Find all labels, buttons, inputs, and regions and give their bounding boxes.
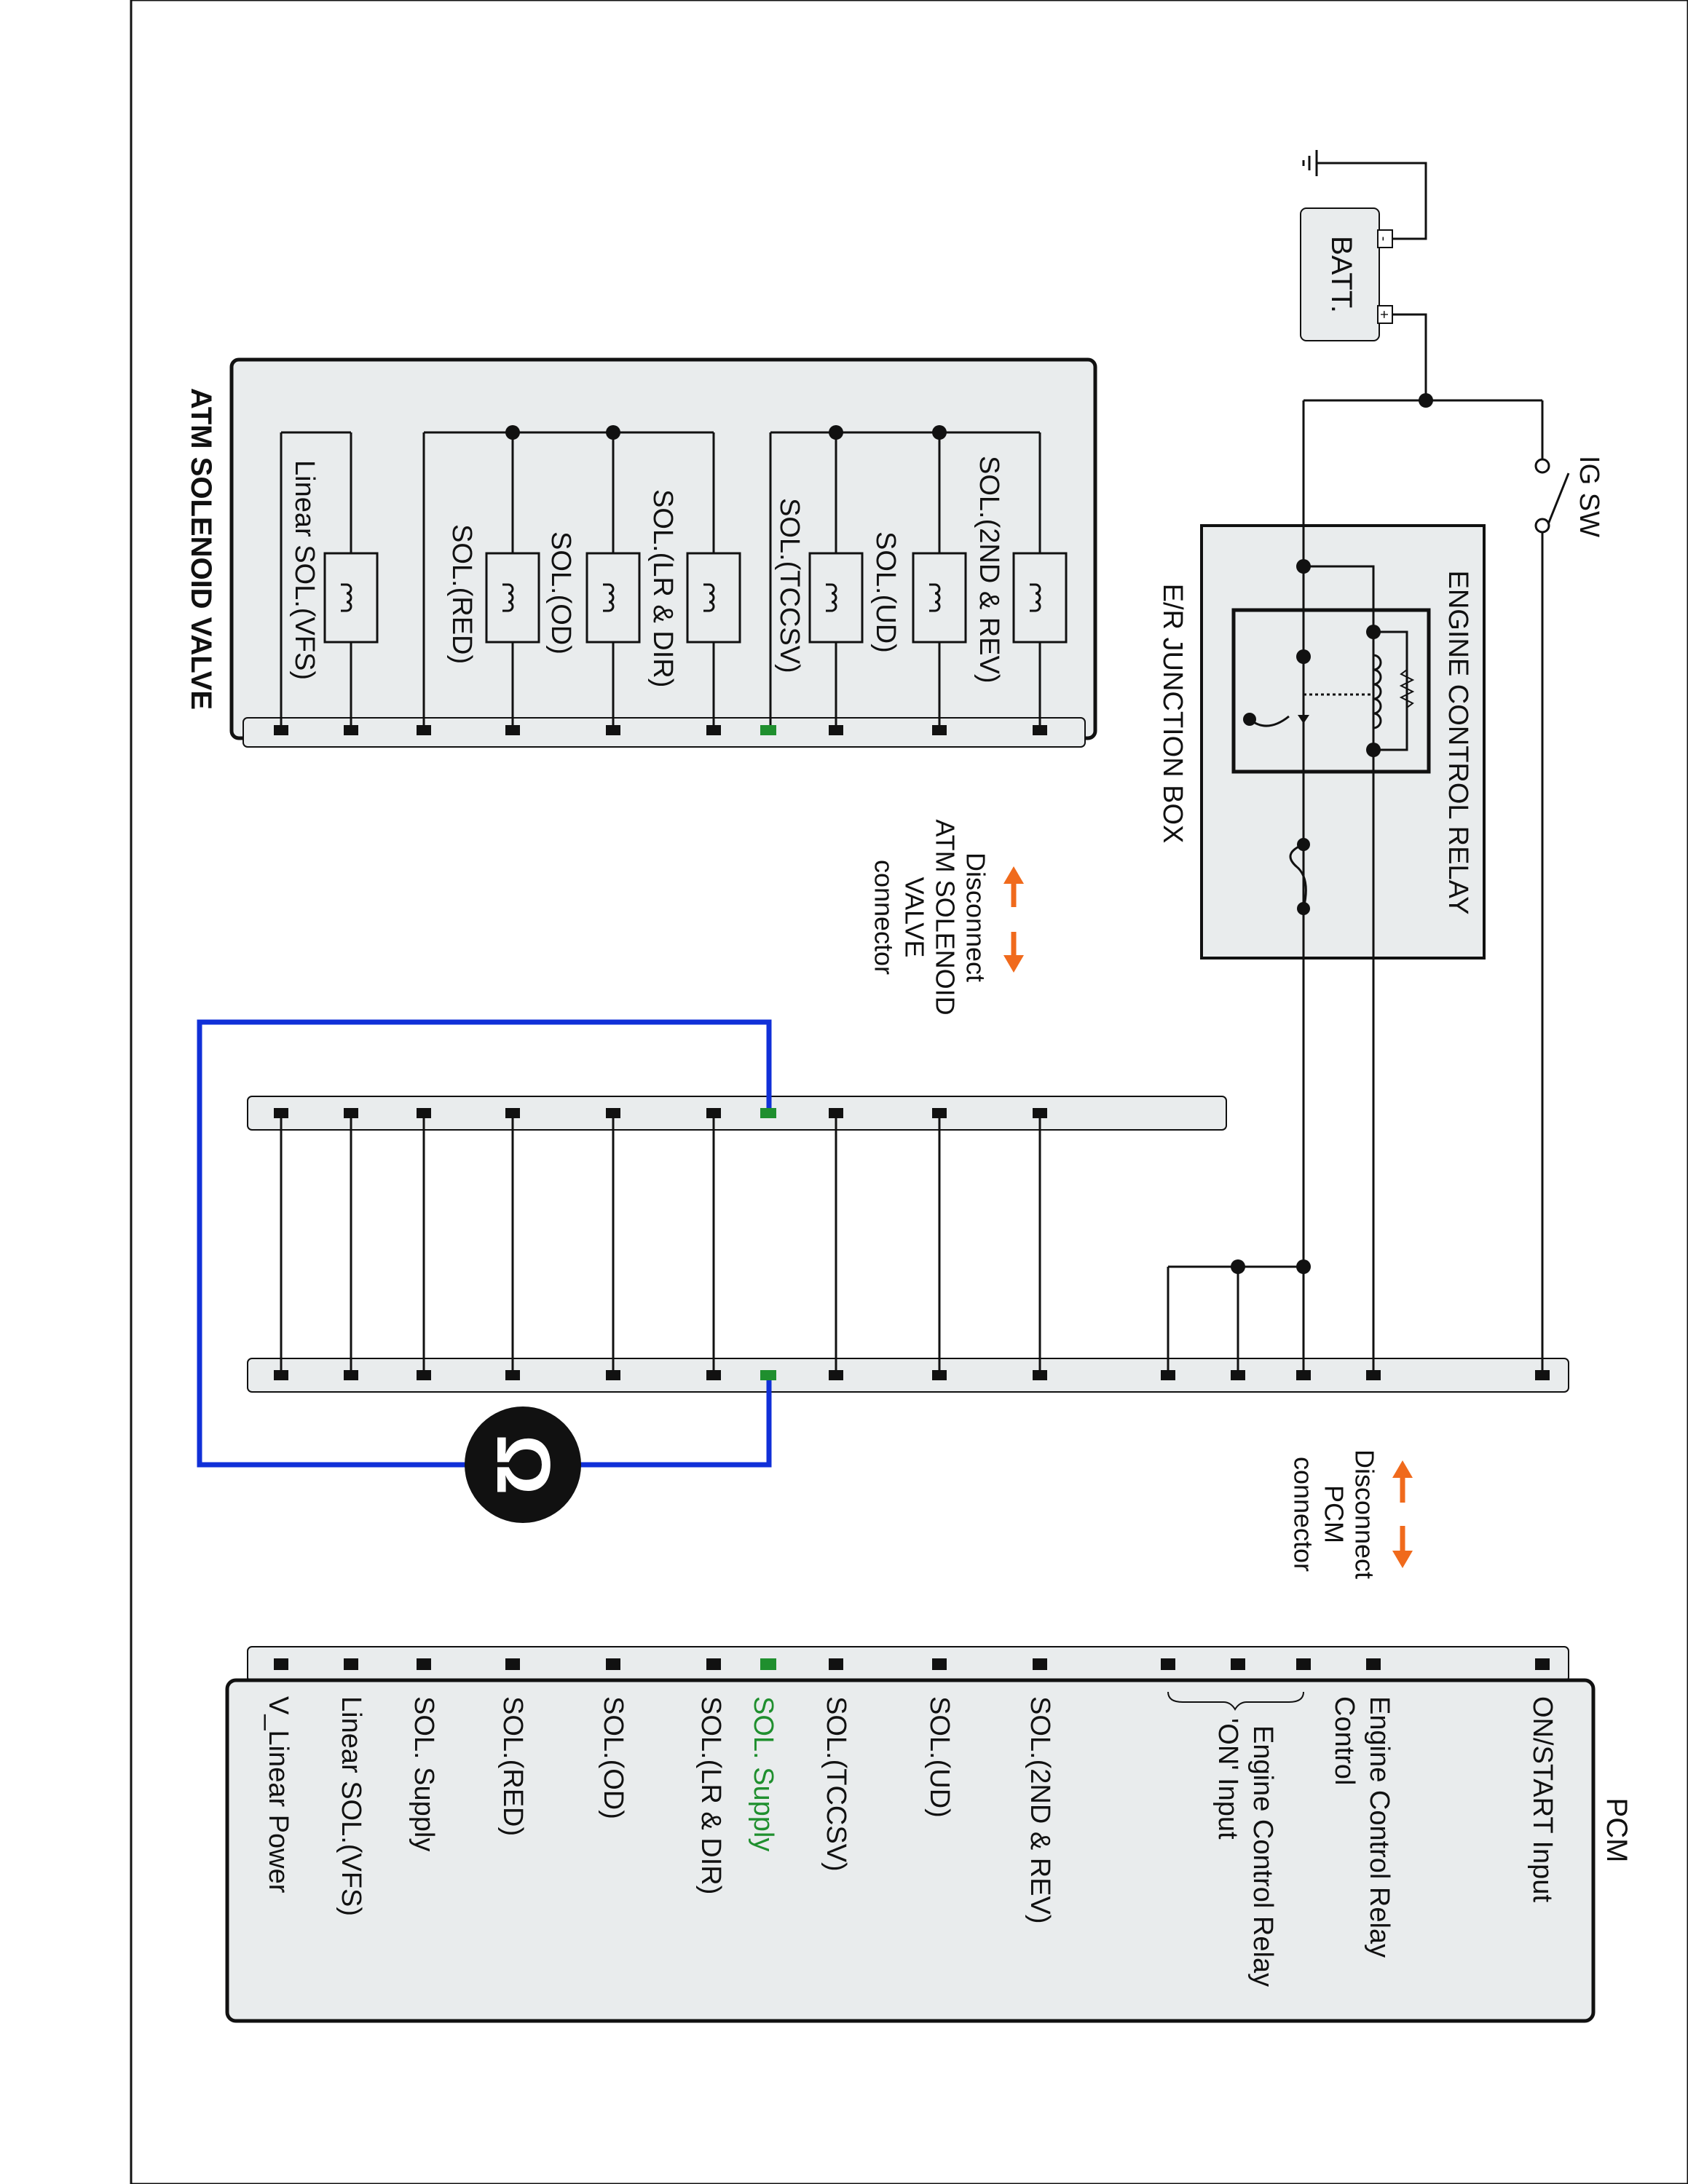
pcm-pin-label: Engine Control Relay [1364, 1696, 1395, 1958]
ig-switch-contact [1534, 518, 1550, 534]
battery-minus-terminal [1377, 229, 1393, 248]
solenoid-label: SOL.(TCCSV) [774, 498, 805, 673]
disconnect-line: ATM SOLENOID [931, 819, 961, 1015]
pcm-pin-label: 'ON' Input [1212, 1718, 1243, 1840]
pcm-box [225, 1678, 1596, 2023]
disconnect-solenoid-note: Disconnect ATM SOLENOID VALVE connector [869, 819, 991, 1015]
pcm-on-input-brace [1167, 1691, 1304, 1711]
pcm-pin-label: Control [1329, 1696, 1360, 1786]
solenoid-label: SOL.(LR & DIR) [647, 489, 678, 687]
pcm-supply-pin-highlight [760, 1658, 776, 1670]
disconnect-line: VALVE [900, 877, 930, 958]
continuity-tester-glyph: Ω [481, 1434, 565, 1495]
disconnect-pcm-note: Disconnect PCM connector [1289, 1449, 1380, 1579]
solenoid-label: Linear SOL.(VFS) [289, 460, 320, 680]
pcm-connector-pins [274, 1658, 1550, 1670]
page-frame [130, 0, 1688, 2184]
junction-dots [505, 393, 1433, 1274]
pcm-pin-label: SOL.(OD) [598, 1696, 628, 1819]
lower-supply-pin-highlight [760, 1370, 776, 1380]
solenoid-supply-pin-highlight [760, 725, 776, 735]
disconnect-line: Disconnect [961, 852, 991, 982]
pcm-title: PCM [1601, 1798, 1633, 1863]
pcm-pin-label: SOL.(2ND & REV) [1025, 1696, 1055, 1924]
disconnect-line: connector [1289, 1457, 1319, 1572]
upper-supply-pin-highlight [760, 1108, 776, 1118]
solenoid-label: SOL.(2ND & REV) [974, 456, 1004, 684]
battery-label: BATT. [1325, 236, 1357, 313]
solenoid-connector-strip [242, 717, 1086, 748]
solenoid-coils [323, 552, 1068, 644]
resistor-icon [1399, 669, 1415, 708]
fuse-icon [1289, 843, 1307, 909]
battery-plus-terminal [1377, 305, 1393, 324]
jumper-wire [197, 1019, 772, 1468]
pcm-pin-label: Engine Control Relay [1247, 1725, 1278, 1987]
pcm-pin-label: Linear SOL.(VFS) [336, 1696, 366, 1916]
relay-coil-icon [1372, 632, 1382, 750]
lower-harness-pins [274, 1370, 1550, 1380]
disconnect-line: PCM [1320, 1485, 1349, 1543]
disconnect-line: Disconnect [1350, 1449, 1380, 1579]
solenoid-labels: SOL.(2ND & REV) SOL.(UD) SOL.(TCCSV) SOL… [289, 456, 1004, 687]
ig-switch-label: IG SW [1574, 456, 1604, 537]
relay-contact-arrow [1298, 715, 1309, 724]
continuity-tester-icon [465, 1406, 581, 1523]
upper-harness-pins [274, 1108, 1047, 1118]
solenoid-label: SOL.(UD) [870, 531, 901, 653]
disconnect-line: connector [869, 860, 899, 975]
battery-minus-sign: - [1376, 237, 1392, 242]
pcm-pin-label: SOL.(RED) [497, 1696, 528, 1836]
solenoid-valve-title: ATM SOLENOID VALVE [185, 388, 217, 710]
battery-box [1300, 207, 1380, 341]
pcm-pin-label-highlight: SOL. Supply [748, 1696, 778, 1851]
battery-plus-sign: + [1376, 310, 1392, 319]
pcm-pin-label: SOL. Supply [409, 1696, 439, 1851]
harness-connector-upper [247, 1096, 1227, 1131]
solenoid-label: SOL.(RED) [446, 524, 477, 664]
pcm-pin-label: ON/START Input [1527, 1696, 1558, 1902]
pcm-pin-labels: ON/START Input Engine Control Relay Cont… [263, 1696, 1558, 1987]
ig-switch-contact [1534, 458, 1550, 474]
relay-box [1231, 608, 1431, 774]
disconnect-arrow-solenoid [1003, 866, 1024, 973]
pcm-pin-label: SOL.(LR & DIR) [695, 1696, 726, 1894]
ig-switch-lever [1547, 472, 1570, 525]
solenoid-label: SOL.(OD) [545, 531, 576, 654]
relay-label: ENGINE CONTROL RELAY [1443, 571, 1473, 915]
pcm-pin-label: V_Linear Power [263, 1696, 293, 1894]
solenoid-connector-pins [274, 725, 1047, 735]
junction-box-label: E/R JUNCTION BOX [1157, 584, 1188, 844]
pcm-pin-label: SOL.(UD) [924, 1696, 955, 1818]
disconnect-arrow-pcm [1392, 1460, 1413, 1568]
pcm-pin-label: SOL.(TCCSV) [821, 1696, 851, 1872]
ground-icon [1302, 150, 1318, 176]
